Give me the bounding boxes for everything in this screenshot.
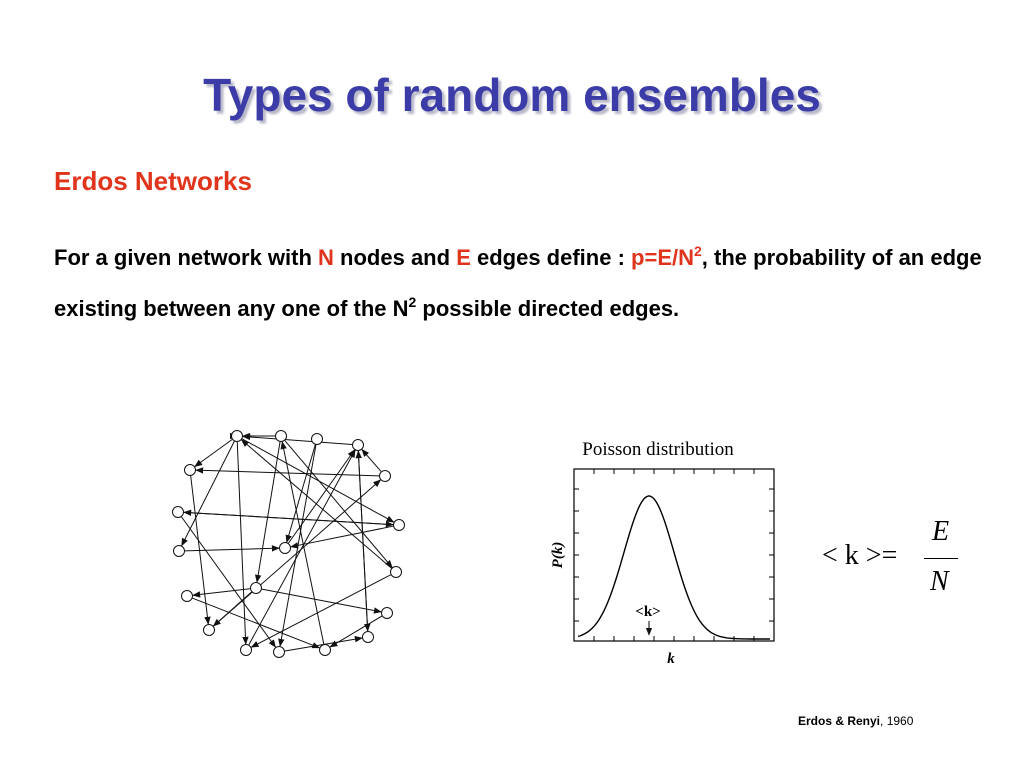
plot-title: Poisson distribution	[582, 439, 734, 460]
network-edge	[254, 441, 281, 583]
network-edge	[290, 525, 394, 549]
var-e: E	[456, 245, 471, 270]
network-node	[279, 542, 291, 554]
network-node	[362, 631, 374, 643]
network-edge	[261, 588, 382, 614]
network-node	[352, 439, 364, 451]
network-edge	[285, 444, 316, 544]
network-node	[379, 470, 391, 482]
network-edge	[212, 591, 252, 627]
network-edge	[280, 441, 325, 645]
mean-annotation: <k>	[635, 604, 660, 620]
var-n: N	[318, 245, 334, 270]
x-axis-label: k	[667, 651, 675, 667]
citation-authors: Erdos & Renyi	[798, 714, 881, 728]
network-node	[319, 644, 331, 656]
network-edge	[288, 449, 355, 544]
plot-ticks	[574, 469, 774, 641]
para-text-1: For a given network with	[54, 245, 319, 270]
network-node	[311, 433, 323, 445]
network-edge	[183, 511, 394, 528]
network-edge	[184, 545, 280, 552]
random-network-diagram	[172, 430, 405, 658]
network-edge	[250, 574, 391, 648]
para-text-4: , the probability of an edge existing be…	[54, 245, 982, 321]
network-node	[273, 646, 285, 658]
network-edge	[236, 441, 249, 645]
network-edges	[181, 432, 395, 652]
network-node	[203, 624, 215, 636]
para-text-3: edges define :	[470, 245, 632, 270]
section-heading: Erdos Networks	[54, 166, 252, 196]
network-edge	[181, 441, 235, 547]
y-axis-label: P(k)	[550, 542, 566, 569]
network-node	[181, 590, 193, 602]
plot-frame	[573, 468, 775, 642]
network-node	[172, 506, 184, 518]
citation: Erdos & Renyi, 1960	[798, 714, 913, 728]
p-definition: p=E/N2	[631, 243, 702, 270]
network-edge	[284, 440, 393, 569]
network-node	[231, 430, 243, 442]
formula-denominator: N	[930, 566, 949, 597]
network-node	[275, 430, 287, 442]
network-node	[381, 607, 393, 619]
average-degree-formula: < k >= E N	[822, 512, 972, 608]
slide-title: Types of random ensembles	[203, 69, 821, 121]
network-edge	[242, 433, 353, 446]
fraction-bar	[924, 558, 958, 559]
p-def-exponent: 2	[694, 243, 702, 259]
network-edge	[194, 439, 233, 467]
n-squared-exponent: 2	[408, 294, 417, 310]
network-node	[173, 545, 185, 557]
network-edge	[181, 516, 276, 648]
distribution-curve	[577, 495, 770, 640]
formula-numerator: E	[932, 516, 950, 547]
poisson-distribution-plot: Poisson distribution P(k) <k> k	[550, 439, 775, 667]
network-node	[250, 582, 262, 594]
network-edge	[355, 450, 369, 632]
network-edge	[190, 475, 211, 625]
network-node	[390, 566, 402, 578]
network-node	[240, 644, 252, 656]
network-node	[184, 464, 196, 476]
network-node	[393, 519, 405, 531]
network-edge	[192, 588, 251, 598]
network-edge	[248, 449, 356, 645]
para-text-2: nodes and	[333, 245, 457, 270]
network-nodes	[172, 430, 405, 658]
network-edge	[195, 467, 380, 477]
network-edge	[192, 597, 321, 649]
definition-paragraph: For a given network with N nodes and E e…	[54, 232, 984, 334]
para-text-5: possible directed edges.	[416, 296, 680, 321]
network-edge	[361, 448, 382, 472]
p-def-text: p=E/N	[631, 245, 694, 270]
formula-lhs: < k >=	[822, 540, 898, 571]
citation-year: , 1960	[880, 714, 914, 728]
